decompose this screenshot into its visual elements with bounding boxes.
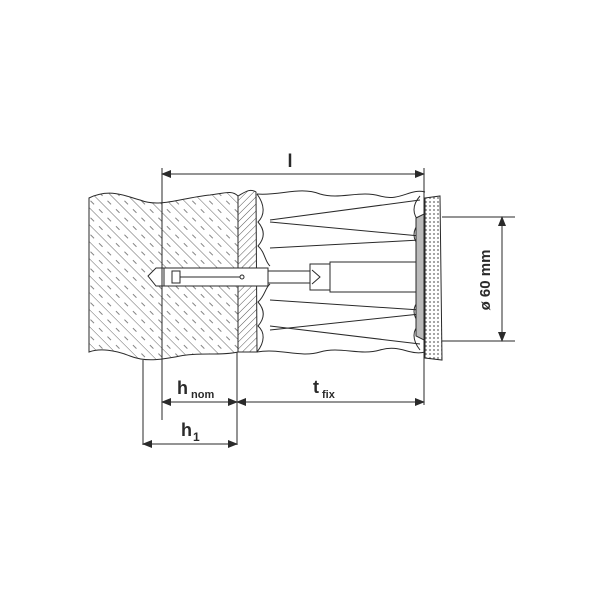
- anchor-dowel: [147, 261, 417, 293]
- diameter-label: ø 60 mm: [477, 250, 494, 311]
- insulation-layer: [256, 190, 426, 355]
- dimension-lines: [142, 168, 515, 448]
- anchor-plate: [415, 213, 425, 341]
- length-label: l: [287, 151, 292, 171]
- h1-label: h1: [181, 420, 200, 444]
- render-layer: [424, 195, 443, 361]
